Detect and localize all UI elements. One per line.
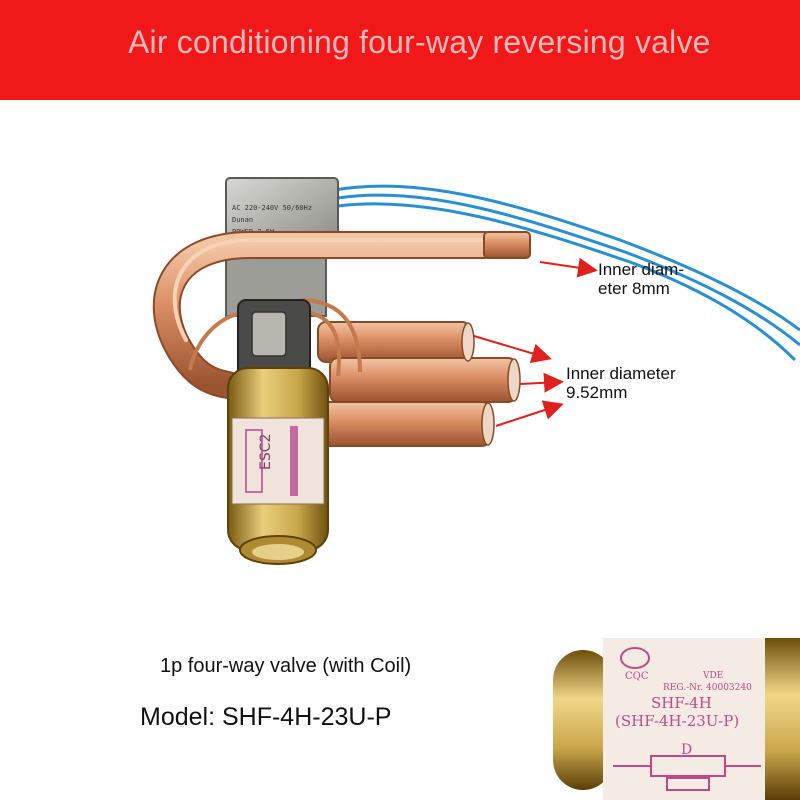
ports-diameter-line1: Inner diameter [566,364,676,383]
u-bend-tube [152,231,499,399]
callout-arrows [473,257,598,427]
inset-model-short: SHF-4H [651,694,712,712]
inset-vde-badge: VDE [702,671,723,681]
coil-label-brand: Dunan [232,216,253,224]
coil-label-rating: AC 220-240V 50/60Hz [232,204,312,212]
inset-reg-number: REG.-Nr. 40003240 [663,683,752,693]
outlet-diameter-label: Inner diam- eter 8mm [598,260,708,298]
outlet-diameter-line2: eter 8mm [598,279,670,298]
model-number: Model: SHF-4H-23U-P [140,703,392,731]
outlet-diameter-line1: Inner diam- [598,260,684,279]
valve-photo: AC 220-240V 50/60Hz Dunan POWER 7.5W [152,177,800,565]
outlet-tube-end [483,231,531,259]
product-caption: 1p four-way valve (with Coil) [160,655,412,677]
inset-cqc-badge: CQC [625,671,649,682]
inset-mark: D [681,742,692,758]
banner-title: Air conditioning four-way reversing valv… [128,24,711,60]
coil-code-text: ESC2 [258,434,274,470]
ports-diameter-line2: 9.52mm [566,383,628,402]
title-banner: Air conditioning four-way reversing valv… [0,0,800,100]
inset-model-full: (SHF-4H-23U-P) [615,712,739,730]
ports-diameter-label: Inner diameter 9.52mm [566,364,706,402]
inset-closeup: CQC VDE REG.-Nr. 40003240 SHF-4H (SHF-4H… [553,628,800,800]
coil-wires [334,184,800,362]
port-tubes [309,321,521,447]
inset-symbol [613,755,761,791]
brass-valve-body: ESC2 [227,367,329,565]
